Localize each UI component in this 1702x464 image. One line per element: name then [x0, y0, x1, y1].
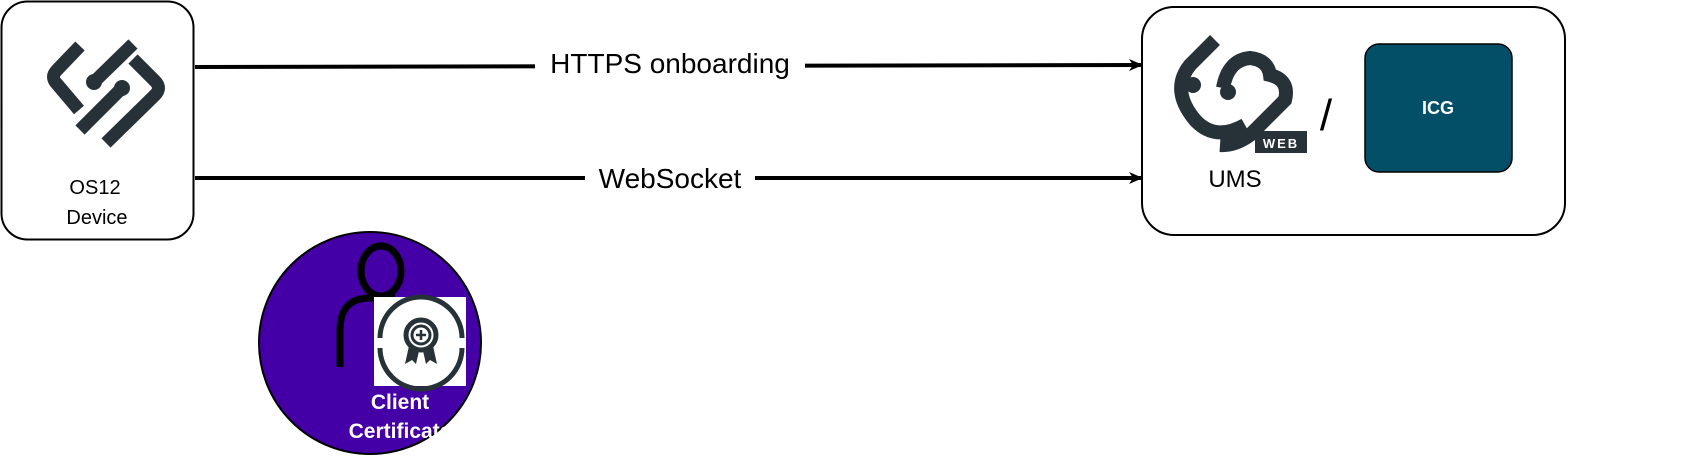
- user-icon: [336, 242, 405, 367]
- device-label-line2: Device: [66, 207, 127, 229]
- ums-web-logo-icon: WEB: [1174, 35, 1307, 153]
- ums-label: UMS: [1208, 166, 1261, 193]
- client-certificate-node[interactable]: Client Certificate: [258, 231, 482, 455]
- separator-slash: /: [1320, 91, 1333, 140]
- os12-logo-icon: [47, 39, 165, 148]
- edge-websocket[interactable]: WebSocket: [195, 162, 1143, 196]
- web-badge-text: WEB: [1263, 136, 1299, 151]
- certificate-award-icon: [377, 294, 465, 392]
- ums-node[interactable]: WEB / UMS ICG: [1141, 6, 1566, 236]
- edge-label: HTTPS onboarding: [550, 48, 790, 79]
- os12-device-node[interactable]: OS12 Device: [0, 0, 195, 241]
- certificate-label-line1: Client: [371, 391, 429, 414]
- edge-https-onboarding[interactable]: HTTPS onboarding: [194, 46, 1143, 80]
- icg-node[interactable]: ICG: [1364, 43, 1513, 173]
- certificate-label-line2: Certificate: [349, 420, 452, 443]
- icg-label: ICG: [1422, 98, 1454, 118]
- edge-label: WebSocket: [599, 163, 742, 194]
- device-label-line1: OS12: [69, 177, 120, 199]
